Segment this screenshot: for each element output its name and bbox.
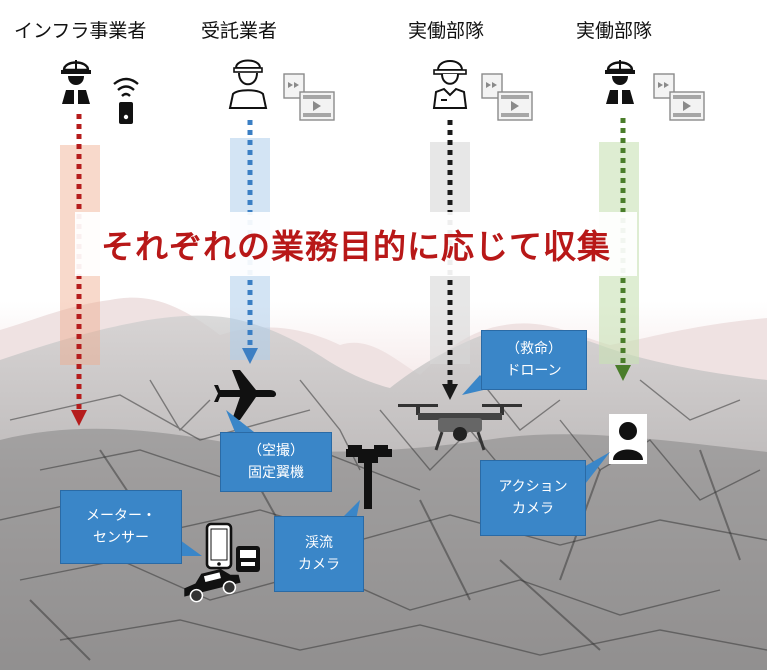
hardhat-worker-icon <box>605 60 635 104</box>
callout-rescue-drone-line1: （救命） <box>506 341 562 357</box>
stream-camera-pole-icon <box>346 445 392 509</box>
callout-stream-camera-line1: 渓流 <box>305 535 333 551</box>
callout-pointer-fixed-wing <box>226 410 254 432</box>
meter-device-icon <box>236 546 260 572</box>
callout-action-camera: アクション カメラ <box>480 460 586 536</box>
arrow-infra <box>71 114 87 426</box>
actor-label-infra: インフラ事業者 <box>14 20 147 42</box>
video-file-icon <box>283 73 335 121</box>
callout-meter-sensor: メーター・ センサー <box>60 490 182 564</box>
banner: それぞれの業務目的に応じて収集 <box>75 212 637 276</box>
actor-label-field-unit-2: 実働部隊 <box>576 20 653 42</box>
worker-icon <box>228 59 268 109</box>
callout-fixed-wing-line1: （空撮） <box>248 443 304 459</box>
car-icon <box>184 568 241 603</box>
actor-label-contractor: 受託業者 <box>201 20 278 42</box>
smartphone-icon <box>205 522 233 570</box>
drone-icon <box>398 404 522 451</box>
airplane-icon <box>214 370 277 420</box>
banner-text: それぞれの業務目的に応じて収集 <box>101 227 611 266</box>
person-icon <box>609 414 647 464</box>
callout-pointer-action-camera <box>582 452 610 488</box>
callout-meter-sensor-line2: センサー <box>93 530 149 546</box>
callout-meter-sensor-line1: メーター・ <box>86 508 156 524</box>
video-file-icon <box>653 73 705 121</box>
callout-rescue-drone: （救命） ドローン <box>481 330 587 390</box>
callout-stream-camera: 渓流 カメラ <box>274 516 364 592</box>
callout-fixed-wing-line2: 固定翼機 <box>248 465 304 481</box>
callout-action-camera-line1: アクション <box>498 479 568 495</box>
actor-label-field-unit-1: 実働部隊 <box>408 20 485 42</box>
callout-pointer-stream-camera <box>340 500 360 520</box>
callout-stream-camera-line2: カメラ <box>298 557 340 573</box>
hardhat-worker-icon <box>61 60 91 104</box>
callout-rescue-drone-line2: ドローン <box>506 363 562 379</box>
video-file-icon <box>481 73 533 121</box>
firefighter-icon <box>432 60 468 109</box>
callout-pointer-meter-sensor <box>180 540 202 556</box>
callout-fixed-wing: （空撮） 固定翼機 <box>220 432 332 492</box>
wireless-sensor-icon <box>113 77 139 124</box>
callout-action-camera-line2: カメラ <box>512 501 554 517</box>
